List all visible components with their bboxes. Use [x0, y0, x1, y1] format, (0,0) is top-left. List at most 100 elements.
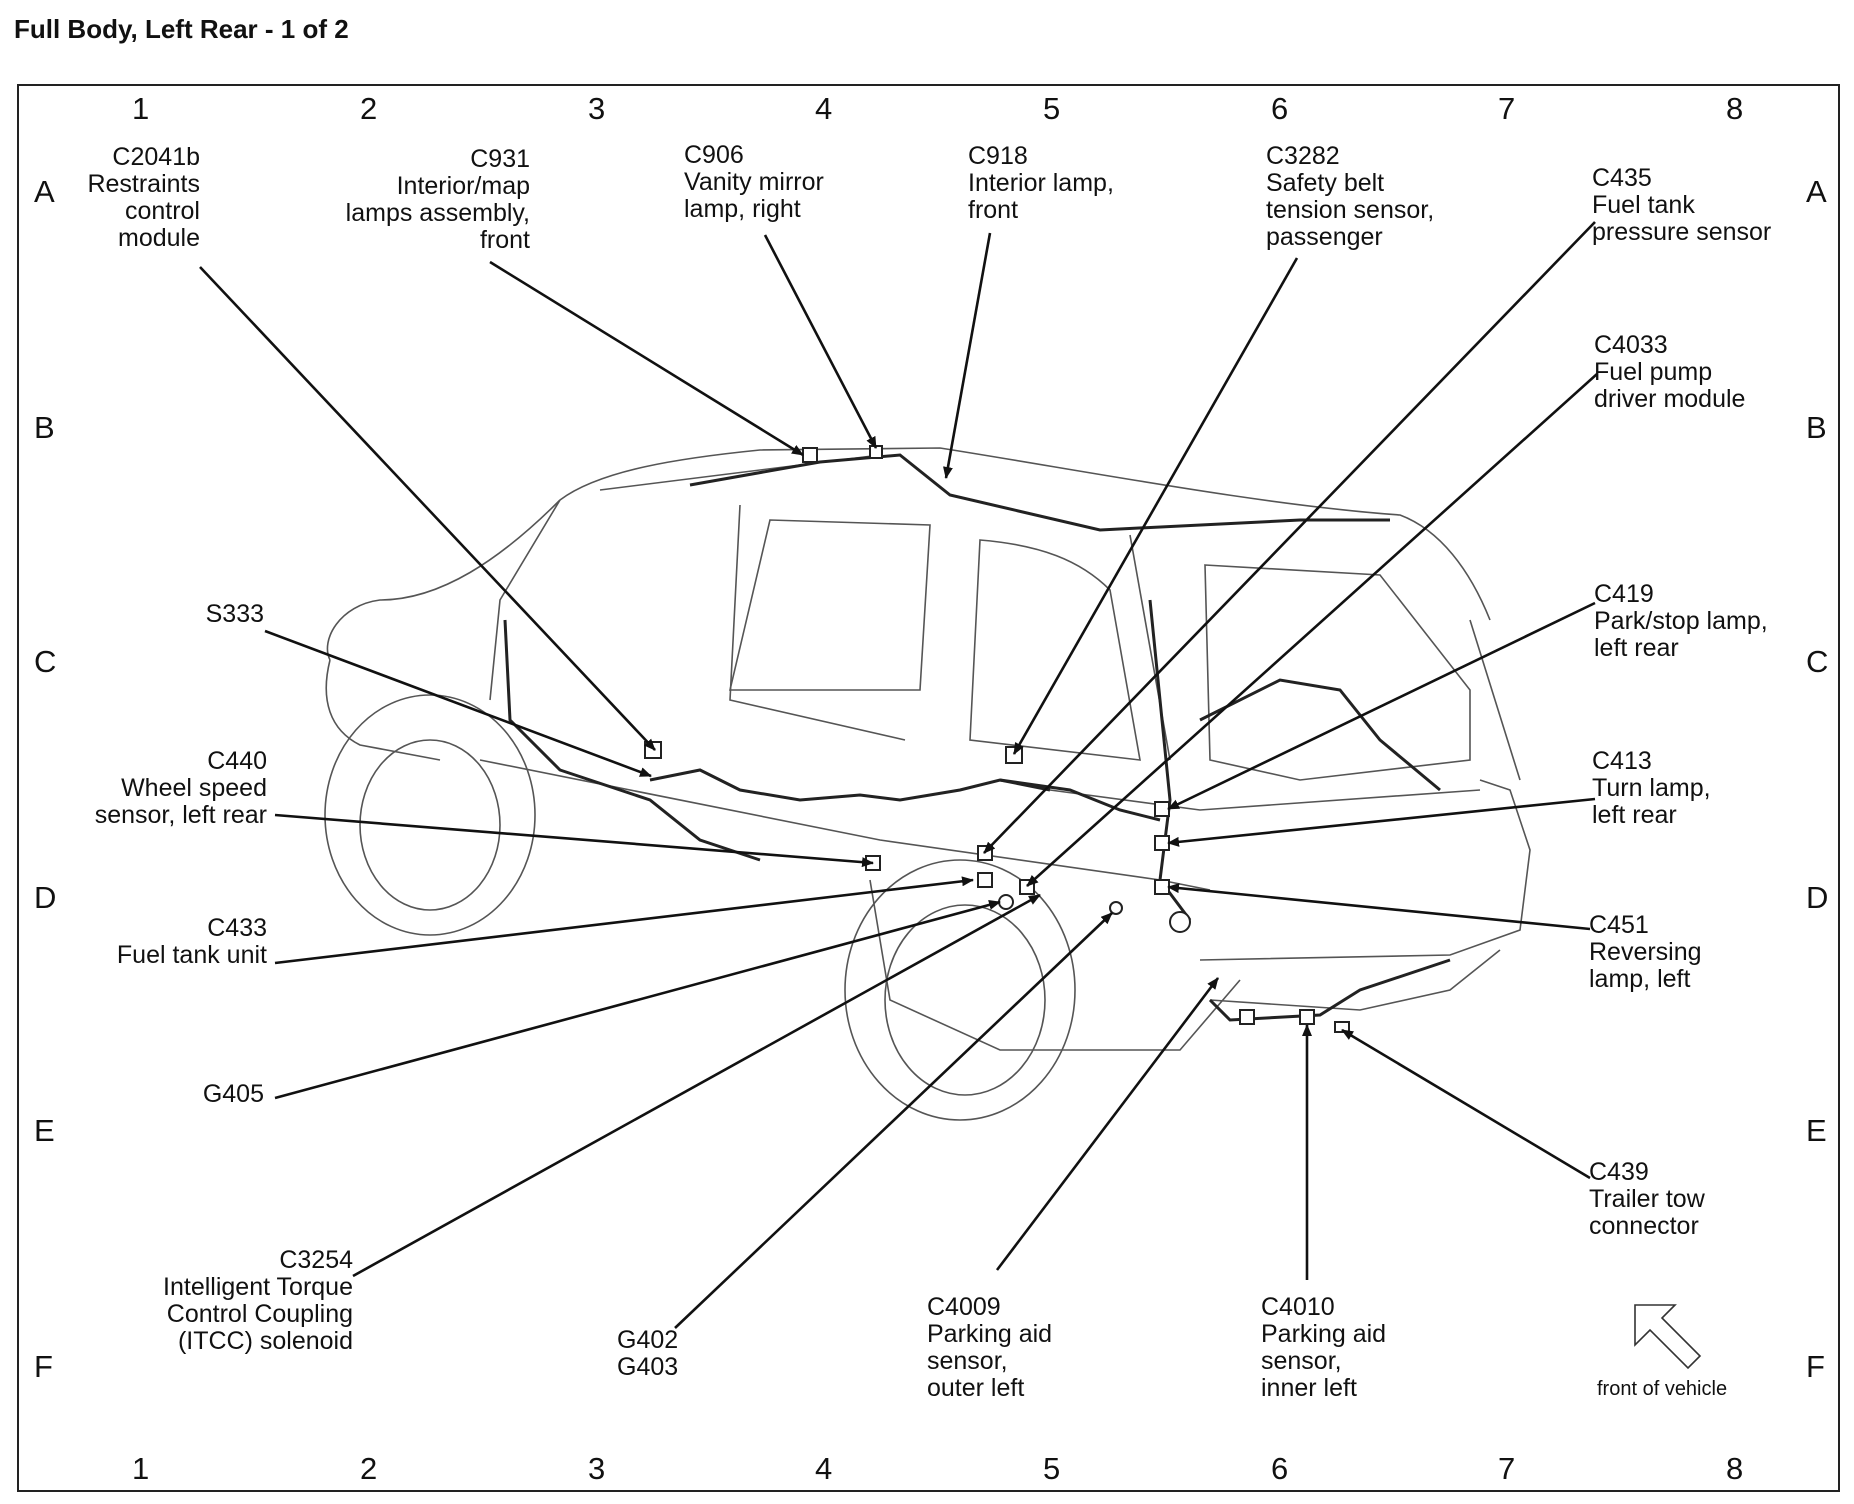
connectors	[644, 445, 1350, 1033]
front-door-frame	[729, 504, 906, 741]
grid-row-right-d: D	[1806, 880, 1829, 915]
leader-c433	[274, 876, 974, 965]
leader-c906	[763, 234, 878, 449]
harness-b-pillar	[503, 619, 761, 862]
callout-c435: C435 Fuel tank pressure sensor	[1592, 164, 1772, 246]
rear-quarter-window	[1204, 564, 1471, 781]
harness-bumper	[1208, 958, 1451, 1022]
callout-c4033: C4033 Fuel pump driver module	[1594, 331, 1746, 413]
rear-bumper	[1199, 779, 1531, 961]
grid-column-top-2: 2	[360, 91, 378, 126]
grid-column-bottom-1: 1	[132, 1451, 150, 1486]
connector-c3282	[1005, 746, 1023, 764]
front-of-vehicle-arrow-icon	[1634, 1304, 1702, 1370]
connector-c413	[1154, 835, 1170, 851]
callout-c2041b: C2041b Restraints control module	[87, 143, 200, 252]
roof-line	[559, 447, 1491, 621]
grid-column-bottom-8: 8	[1726, 1451, 1744, 1486]
leader-c931	[489, 260, 804, 457]
callout-c419: C419 Park/stop lamp, left rear	[1594, 580, 1768, 662]
front-wheel	[359, 739, 501, 911]
ground-g405	[998, 894, 1014, 910]
front-window	[728, 519, 931, 691]
leader-s333	[264, 629, 652, 778]
rear-bumper-lower	[1209, 949, 1501, 1011]
grid-row-right-b: B	[1806, 410, 1827, 445]
leader-c918	[943, 232, 992, 479]
grid-column-bottom-3: 3	[588, 1451, 606, 1486]
vehicle-body-outline	[325, 447, 1531, 1051]
callout-c4010: C4010 Parking aid sensor, inner left	[1261, 1293, 1387, 1402]
leader-c4033	[1026, 373, 1598, 887]
grid-column-top-7: 7	[1498, 91, 1516, 126]
leader-c413	[1167, 797, 1596, 847]
callout-c3254: C3254 Intelligent Torque Control Couplin…	[163, 1246, 353, 1355]
grid-row-right-f: F	[1806, 1349, 1825, 1384]
a-pillar	[489, 499, 561, 701]
leader-c451	[1167, 883, 1591, 931]
callout-c4009: C4009 Parking aid sensor, outer left	[927, 1293, 1053, 1402]
grid-row-left-b: B	[34, 410, 55, 445]
leader-lines	[199, 221, 1598, 1329]
leader-g402	[674, 912, 1113, 1329]
leader-g405	[274, 900, 1001, 1100]
wheels	[324, 694, 1076, 1121]
callout-c451: C451 Reversing lamp, left	[1589, 911, 1702, 993]
leader-c439	[1341, 1028, 1591, 1180]
leader-c4009	[995, 977, 1220, 1271]
grid-column-top-1: 1	[132, 91, 150, 126]
callout-c3282: C3282 Safety belt tension sensor, passen…	[1266, 142, 1435, 251]
sill-line	[479, 759, 1211, 891]
hood-line	[326, 499, 561, 661]
connector-c451	[1154, 879, 1170, 895]
callout-g405: G405	[202, 1080, 264, 1108]
front-fascia	[325, 659, 441, 761]
connector-c4010	[1299, 1009, 1315, 1025]
leader-c440	[274, 813, 874, 868]
harness-floor-rear	[999, 778, 1161, 822]
wiring-harness	[503, 453, 1451, 1022]
diagram-frame	[17, 84, 1840, 1492]
grid-row-left-c: C	[34, 644, 57, 679]
callout-c906: C906 Vanity mirror lamp, right	[684, 141, 824, 223]
harness-rear-quarter	[1199, 678, 1441, 792]
rear-wheel-arch	[844, 859, 1076, 1121]
rear-wheel	[884, 904, 1046, 1096]
grid-column-top-6: 6	[1271, 91, 1289, 126]
grid-row-right-e: E	[1806, 1113, 1827, 1148]
leader-c435	[983, 221, 1596, 854]
rear-lamp-socket	[1169, 911, 1191, 933]
grid-row-right-a: A	[1806, 174, 1827, 209]
callout-c931: C931 Interior/map lamps assembly, front	[345, 145, 530, 254]
leader-c2041b	[199, 266, 656, 751]
callout-c413: C413 Turn lamp, left rear	[1592, 747, 1711, 829]
grid-row-left-f: F	[34, 1349, 53, 1384]
harness-headliner	[689, 453, 1390, 532]
front-of-vehicle-label: front of vehicle	[1597, 1378, 1728, 1400]
grid-column-top-4: 4	[815, 91, 833, 126]
liftgate-edge	[1469, 619, 1521, 781]
connector-c931	[802, 447, 818, 463]
harness-floor-front	[649, 768, 1051, 802]
connector-c433	[977, 872, 993, 888]
grid-row-left-e: E	[34, 1113, 55, 1148]
grid-column-top-5: 5	[1043, 91, 1061, 126]
callout-g402-g403: G402 G403	[617, 1326, 679, 1381]
rear-window	[969, 539, 1141, 761]
connector-c4009	[1239, 1009, 1255, 1025]
grid-column-bottom-7: 7	[1498, 1451, 1516, 1486]
leader-c3282	[1012, 257, 1299, 755]
grid-column-bottom-6: 6	[1271, 1451, 1289, 1486]
ground-g402	[1109, 901, 1123, 915]
callout-c440: C440 Wheel speed sensor, left rear	[94, 747, 267, 829]
grid-column-bottom-2: 2	[360, 1451, 378, 1486]
callout-c439: C439 Trailer tow connector	[1589, 1158, 1705, 1240]
leader-c419	[1167, 601, 1596, 811]
side-body-line	[1049, 789, 1481, 811]
grid-column-top-3: 3	[588, 91, 606, 126]
callout-c433: C433 Fuel tank unit	[116, 914, 267, 969]
grid-column-bottom-4: 4	[815, 1451, 833, 1486]
front-wheel-arch	[324, 694, 536, 936]
page-title: Full Body, Left Rear - 1 of 2	[14, 14, 349, 44]
